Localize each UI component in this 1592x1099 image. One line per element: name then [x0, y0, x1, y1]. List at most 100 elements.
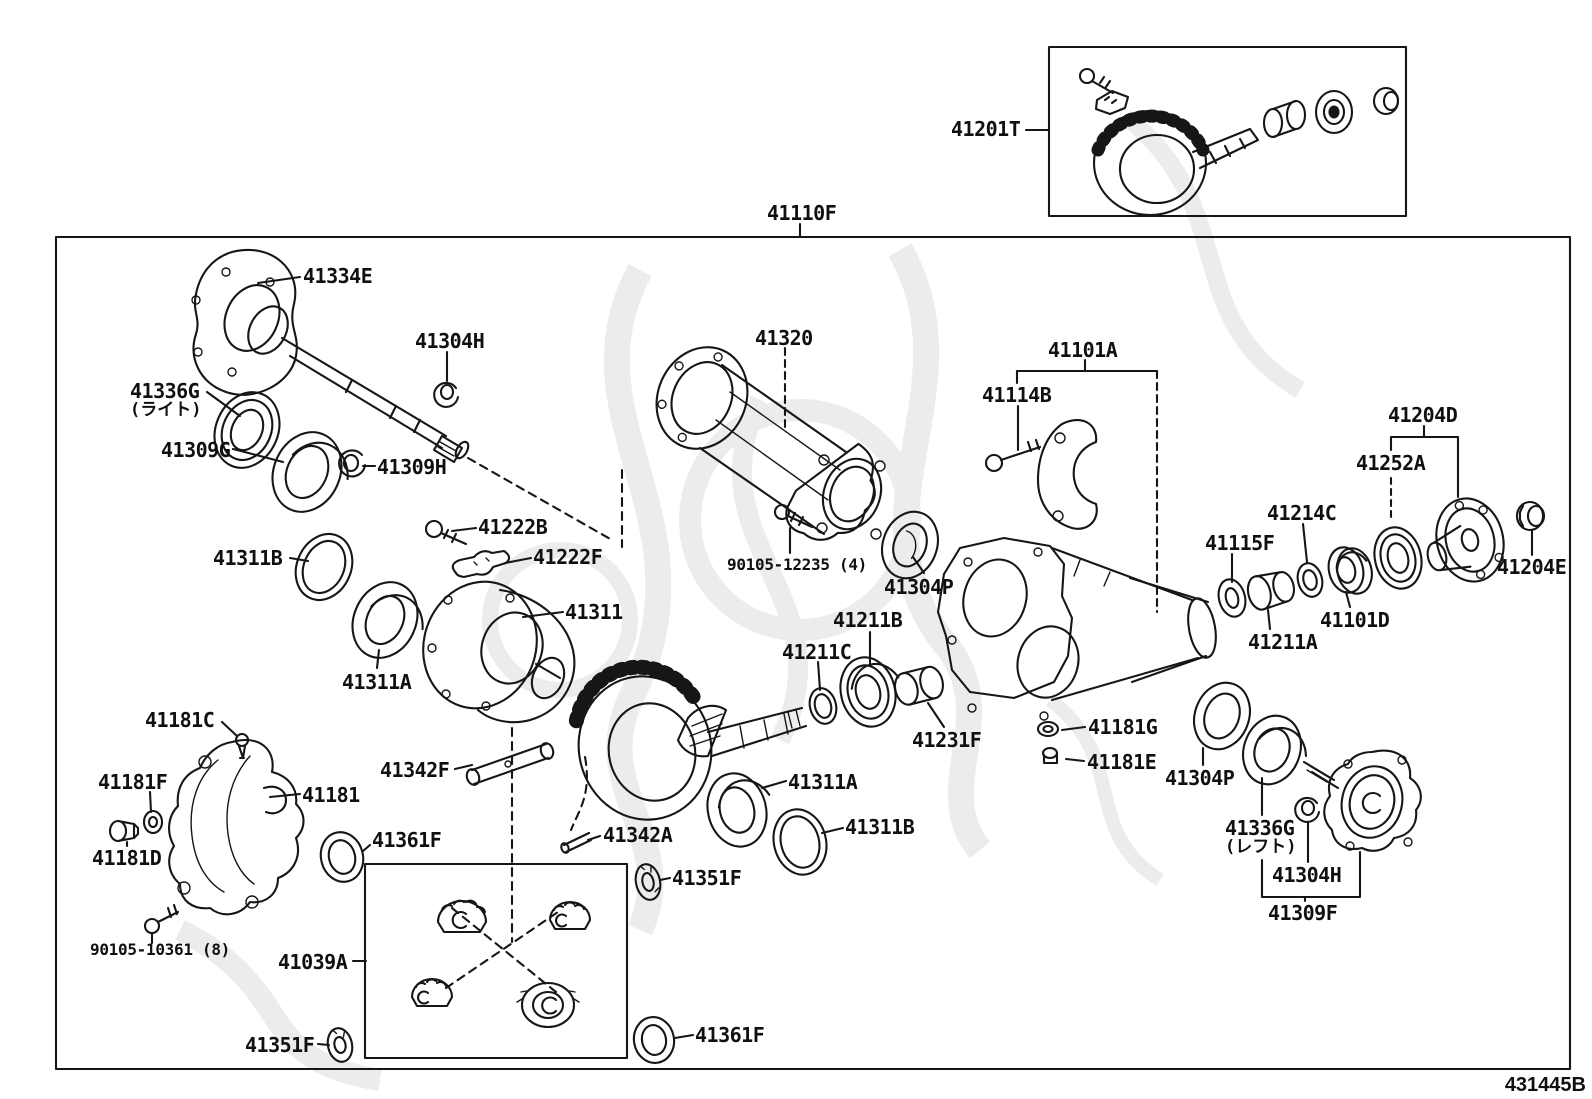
seal-ring-41311B-top-drawing: [294, 533, 354, 601]
bolt-41114B-drawing: [984, 438, 1042, 473]
oil-seal-41252A-drawing: [1373, 526, 1423, 590]
part-label-41115F-20: 41115F: [1205, 531, 1275, 555]
part-label-41336G-32: 41336G(レフト): [1225, 816, 1297, 857]
part-label-41114B-16: 41114B: [982, 383, 1052, 407]
bolt-90105-10361-drawing: [143, 903, 180, 935]
rear-cover-41181-drawing: [168, 739, 305, 916]
leader-lines: [125, 128, 1534, 1047]
gasket-41181F-drawing: [142, 809, 164, 835]
part-label-41309G-5: 41309G: [161, 438, 231, 462]
companion-flange-drawing: [1426, 497, 1505, 583]
bearing-41311A-top-drawing: [351, 581, 424, 659]
part-label-41304P-31: 41304P: [1165, 766, 1235, 790]
side-bearing-cap-41101A-drawing: [1036, 419, 1098, 530]
part-label-41361F-42: 41361F: [372, 828, 442, 852]
part-label-41311A-29: 41311A: [788, 770, 858, 794]
snap-ring-41309H-drawing: [338, 449, 367, 478]
part-label-41361F-46: 41361F: [695, 1023, 765, 1047]
thrust-washer-41351F-right-drawing: [634, 863, 662, 901]
watermark-graphic: [175, 113, 1305, 1091]
sub-assembly-box: [1047, 45, 1408, 218]
oil-seal-41304P-top-drawing: [881, 510, 939, 580]
spacer-41211A-drawing: [1246, 571, 1296, 611]
thrust-washer-41351F-bottom-drawing: [326, 1027, 354, 1063]
straight-pin-41342A-drawing: [560, 831, 593, 854]
snap-ring-41304H-bottom-drawing: [1294, 796, 1321, 823]
part-label-41351F-43: 41351F: [672, 866, 742, 890]
diff-case-41311-drawing: [422, 580, 576, 724]
oil-seal-41304P-bottom-drawing: [1193, 681, 1251, 751]
part-label-41320-12: 41320: [755, 326, 813, 350]
part-label-41304H-33: 41304H: [1272, 863, 1342, 887]
part-label-41181D-38: 41181D: [92, 846, 162, 870]
bearing-41309G-drawing: [271, 431, 349, 513]
seal-ring-41311B-bottom-drawing: [772, 808, 828, 876]
spider-gear-set-drawing: [410, 899, 592, 1029]
spacer-41231F-drawing: [893, 665, 944, 706]
part-label-90105103618-39: 90105-10361 (8): [90, 940, 230, 959]
part-label-41311B-8: 41311B: [213, 546, 283, 570]
part-label-41311B-30: 41311B: [845, 815, 915, 839]
part-label-41222F-9: 41222F: [533, 545, 603, 569]
part-label-41181C-35: 41181C: [145, 708, 215, 732]
washer-41181G-drawing: [1036, 720, 1060, 738]
o-ring-41361F-top-drawing: [319, 831, 365, 883]
part-label-41309H-6: 41309H: [377, 455, 447, 479]
extension-tube-41320-drawing: [655, 346, 886, 541]
part-label-41110F-0: 41110F: [767, 201, 837, 225]
part-label-41101D-22: 41101D: [1320, 608, 1390, 632]
ring-gear-pinion-kit-drawing: [1078, 67, 1400, 217]
o-ring-41361F-bottom-drawing: [632, 1016, 676, 1064]
part-label-41211B-24: 41211B: [833, 608, 903, 632]
part-label-41304H-3: 41304H: [415, 329, 485, 353]
part-label-41311A-11: 41311A: [342, 670, 412, 694]
part-label-41211C-25: 41211C: [782, 640, 852, 664]
axle-shaft-drawing: [191, 249, 470, 464]
breather-plug-41181C-drawing: [234, 732, 250, 760]
part-label-90105122354-13: 90105-12235 (4): [727, 555, 867, 574]
part-label-41311-10: 41311: [565, 600, 623, 624]
part-label-41222B-7: 41222B: [478, 515, 548, 539]
part-label-41342F-40: 41342F: [380, 758, 450, 782]
part-label-41211A-23: 41211A: [1248, 630, 1318, 654]
oil-seal-41336G-right-drawing: [213, 391, 281, 469]
part-label-41039A-44: 41039A: [278, 950, 348, 974]
bolt-41222B-drawing: [424, 519, 468, 546]
pinion-shaft-41342F-drawing: [465, 742, 555, 786]
part-label-side-note-32: (レフト): [1225, 837, 1297, 857]
part-label-41351F-45: 41351F: [245, 1033, 315, 1057]
part-label-41181E-28: 41181E: [1087, 750, 1157, 774]
part-label-41201T-1: 41201T: [951, 117, 1021, 141]
part-label-41204E-21: 41204E: [1497, 555, 1567, 579]
main-boundary-box: [54, 235, 1572, 1071]
drawing-number: 431445B: [1504, 1074, 1586, 1096]
drive-pinion-drawing: [568, 659, 808, 821]
washer-41214C-drawing: [1296, 562, 1324, 598]
washer-41115F-drawing: [1217, 578, 1247, 618]
bolt-90105-12235-drawing: [773, 503, 814, 529]
part-label-41204D-17: 41204D: [1388, 403, 1458, 427]
part-label-41304P-14: 41304P: [884, 575, 954, 599]
bearing-41336G-left-drawing: [1242, 714, 1308, 786]
part-label-41334E-2: 41334E: [303, 264, 373, 288]
washer-41211C-drawing: [808, 687, 838, 725]
bearing-41101D-drawing: [1327, 546, 1373, 595]
part-label-41252A-18: 41252A: [1356, 451, 1426, 475]
part-label-41101A-15: 41101A: [1048, 338, 1118, 362]
plug-41181E-drawing: [1041, 746, 1059, 765]
part-label-side-note-4: (ライト): [130, 400, 202, 420]
part-label-41181G-27: 41181G: [1088, 715, 1158, 739]
part-label-41181F-36: 41181F: [98, 770, 168, 794]
assembly-axis-lines: [444, 456, 624, 994]
part-label-41342A-41: 41342A: [603, 823, 673, 847]
snap-ring-41304H-top-drawing: [433, 381, 460, 408]
part-label-41231F-26: 41231F: [912, 728, 982, 752]
part-label-41214C-19: 41214C: [1267, 501, 1337, 525]
drain-plug-41181D-drawing: [108, 819, 140, 843]
bearing-41311A-bottom-drawing: [706, 772, 771, 848]
lock-plate-41222F-drawing: [451, 549, 511, 579]
carrier-housing-drawing: [936, 536, 1217, 721]
